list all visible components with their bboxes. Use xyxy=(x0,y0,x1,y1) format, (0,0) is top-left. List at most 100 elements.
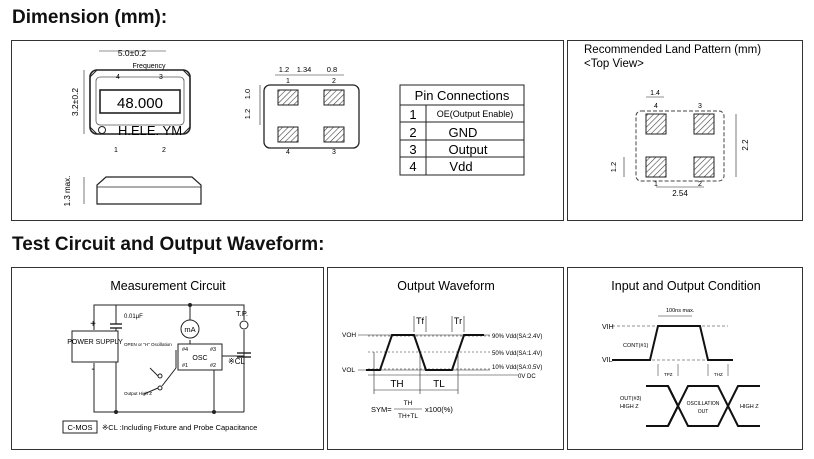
milliammeter-label: mA xyxy=(184,325,195,334)
pin-table xyxy=(399,84,525,176)
sym-multiplier: x100(%) xyxy=(425,405,453,414)
bv-pad-2 xyxy=(323,89,345,106)
tf-label: Tf xyxy=(416,316,424,326)
power-supply-box xyxy=(71,330,119,363)
bv-pad-width: 1.2 xyxy=(279,65,289,74)
lp-pad-1 xyxy=(645,156,667,178)
tpz-label: TPZ xyxy=(664,372,673,377)
pin-row-4-pin: 4 xyxy=(409,159,416,174)
land-pattern-drawing: Recommended Land Pattern (mm) <Top View>… xyxy=(584,44,761,198)
lp-pad-height: 1.2 xyxy=(609,162,618,172)
cmos-label: C-MOS xyxy=(68,423,93,432)
bv-pin4: 4 xyxy=(286,149,290,156)
lp-pin2: 2 xyxy=(698,181,702,188)
vih-label: VIH xyxy=(602,324,614,331)
lp-pin3: 3 xyxy=(698,103,702,110)
package-side-view xyxy=(96,176,202,205)
waveform-signal xyxy=(366,334,484,371)
power-supply-label: POWER SUPPLY xyxy=(67,339,123,346)
side-height-dim: 1.3 max. xyxy=(63,176,72,207)
cmos-tag xyxy=(62,420,98,434)
open-label: OPEN or "H" Oscillation xyxy=(124,342,172,347)
dimension-heading: Dimension (mm): xyxy=(12,7,168,28)
cont-label: CONT(#1) xyxy=(623,343,649,349)
pin1-marker xyxy=(98,126,106,134)
osc-pin4: #4 xyxy=(182,347,188,353)
lp-pin1: 1 xyxy=(654,181,658,188)
lp-pad-2 xyxy=(693,156,715,178)
oscillation-label: OSCILLATION xyxy=(687,401,720,407)
osc-label: OSC xyxy=(192,355,207,362)
dimension-panel: 5.0±0.2 Frequency 48.000 H.ELE. YM 4 3 1… xyxy=(11,40,564,221)
dimension-drawing: 5.0±0.2 Frequency 48.000 H.ELE. YM 4 3 1… xyxy=(63,48,525,207)
output-waveform-drawing: Output Waveform VOH VOL Tf Tr 90% Vdd(SA… xyxy=(342,279,542,420)
pin-row-3-pin: 3 xyxy=(409,142,416,157)
out-label: OUT(#3) xyxy=(620,396,642,402)
pin-row-1-pin: 1 xyxy=(409,107,416,122)
pin-row-2-pin: 2 xyxy=(409,125,416,140)
vil-label: VIL xyxy=(602,357,613,364)
cl-label: ※CL xyxy=(228,357,245,366)
pkg-pin3: 3 xyxy=(159,74,163,81)
pin-row-4-name: Vdd xyxy=(449,159,472,174)
bv-pin3: 3 xyxy=(332,149,336,156)
pkg-pin2: 2 xyxy=(162,147,166,154)
tr-label: Tr xyxy=(454,316,462,326)
control-signal xyxy=(612,325,733,361)
osc-pin1: #1 xyxy=(182,363,188,369)
land-pattern-title: Recommended Land Pattern (mm) xyxy=(584,44,761,56)
sym-numerator: TH xyxy=(404,400,413,407)
package-outline xyxy=(89,69,191,135)
waveform-title: Output Waveform xyxy=(397,279,495,293)
pin-row-3-name: Output xyxy=(448,142,487,157)
cl-note: ※CL :Including Fixture and Probe Capacit… xyxy=(102,423,257,432)
lp-outline xyxy=(635,110,725,182)
thz-label: THZ xyxy=(714,372,723,377)
vol-label: VOL xyxy=(342,367,355,374)
lp-pad-width: 1.4 xyxy=(650,90,660,97)
measurement-circuit-drawing: Measurement Circuit POWER SUPPLY + - 0.0… xyxy=(62,279,257,434)
frequency-box xyxy=(99,89,181,114)
supply-minus: - xyxy=(91,364,94,375)
condition-drawing: Input and Output Condition 100ns max. VI… xyxy=(602,279,761,427)
highz-right: HIGH Z xyxy=(740,404,759,410)
voh-label: VOH xyxy=(342,332,356,339)
test-circuit-heading: Test Circuit and Output Waveform: xyxy=(12,234,325,255)
land-pattern-panel: Recommended Land Pattern (mm) <Top View>… xyxy=(567,40,803,221)
bv-pad-4 xyxy=(277,126,299,143)
milliammeter xyxy=(180,319,200,339)
output-high-label: Output High Z xyxy=(124,391,152,396)
package-height-dim: 3.2±0.2 xyxy=(70,88,80,117)
osc-pin3: #3 xyxy=(210,347,216,353)
level-90: 90% Vdd(SA:2.4V) xyxy=(492,334,542,340)
pin-row-2-name: GND xyxy=(449,125,478,140)
osc-pin2: #2 xyxy=(210,363,216,369)
lp-pad-3 xyxy=(693,113,715,135)
oscillator-box xyxy=(177,343,223,371)
test-point-label: T.P. xyxy=(236,309,248,318)
oscillation-out-label: OUT xyxy=(698,409,709,415)
output-waveform-panel: Output Waveform VOH VOL Tf Tr 90% Vdd(SA… xyxy=(327,267,564,450)
bv-pad-1 xyxy=(277,89,299,106)
bv-pin2: 2 xyxy=(332,78,336,85)
frequency-label: Frequency xyxy=(132,63,166,70)
bypass-cap-label: 0.01μF xyxy=(124,314,143,320)
frequency-value: 48.000 xyxy=(117,95,163,112)
package-width-dim: 5.0±0.2 xyxy=(118,48,147,58)
sym-denominator: TH+TL xyxy=(398,413,418,420)
max-delay-label: 100ns max. xyxy=(666,308,695,314)
sym-label: SYM= xyxy=(371,405,392,414)
lp-pitch-dim: 2.54 xyxy=(672,189,688,198)
brand-marking: H.ELE. YM xyxy=(118,123,182,138)
level-10: 10% Vdd(SA:0.5V) xyxy=(492,365,542,371)
pkg-pin4: 4 xyxy=(116,74,120,81)
condition-title: Input and Output Condition xyxy=(611,279,760,293)
measurement-panel: Measurement Circuit POWER SUPPLY + - 0.0… xyxy=(11,267,324,450)
measurement-title: Measurement Circuit xyxy=(110,279,226,293)
lp-pad-4 xyxy=(645,113,667,135)
supply-plus: + xyxy=(90,319,96,330)
pin-table-title: Pin Connections xyxy=(415,88,510,103)
land-pattern-subtitle: <Top View> xyxy=(584,58,644,70)
tl-label: TL xyxy=(433,379,445,390)
pkg-pin1: 1 xyxy=(114,147,118,154)
